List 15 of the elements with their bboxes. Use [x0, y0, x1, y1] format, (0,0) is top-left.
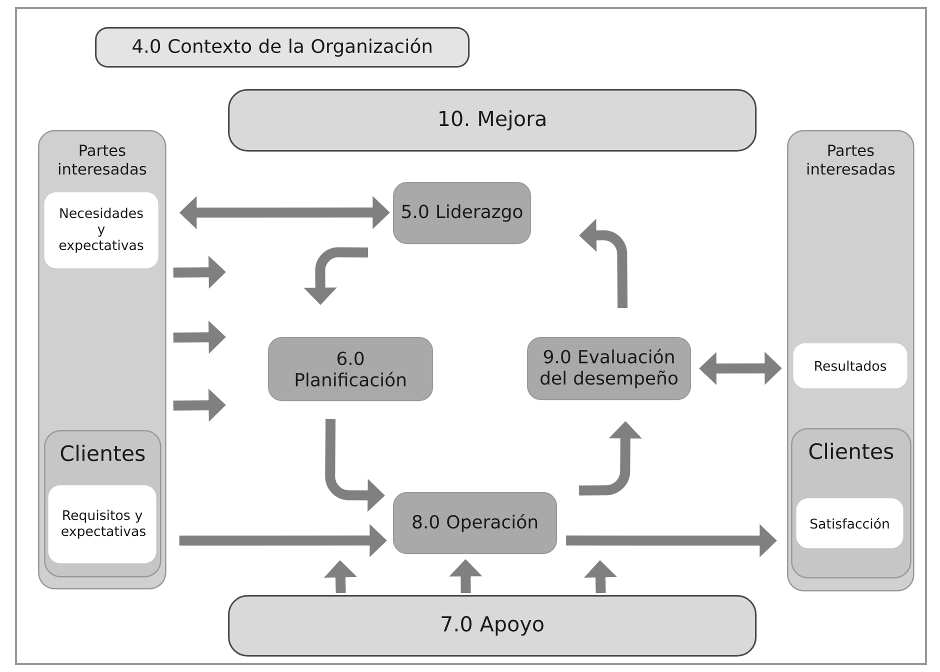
- panel-heading: Clientes: [809, 442, 894, 460]
- process-box: 6.0 Planificación: [268, 337, 434, 402]
- text-card: Necesidades y expectativas: [44, 192, 158, 268]
- text-card: Resultados: [793, 343, 908, 388]
- panel-heading: Partes interesadas: [58, 144, 146, 175]
- text-card: Requisitos y expectativas: [48, 485, 156, 564]
- panel-heading: Partes interesadas: [807, 144, 895, 175]
- text-card: Satisfacción: [796, 498, 904, 548]
- band-box: 7.0 Apoyo: [228, 595, 757, 657]
- process-box: 8.0 Operación: [393, 492, 558, 554]
- process-box: 5.0 Liderazgo: [393, 182, 532, 244]
- panel-heading: Clientes: [60, 444, 145, 462]
- process-box: 9.0 Evaluación del desempeño: [527, 337, 692, 400]
- title-box: 4.0 Contexto de la Organización: [95, 27, 470, 68]
- band-box: 10. Mejora: [228, 89, 757, 152]
